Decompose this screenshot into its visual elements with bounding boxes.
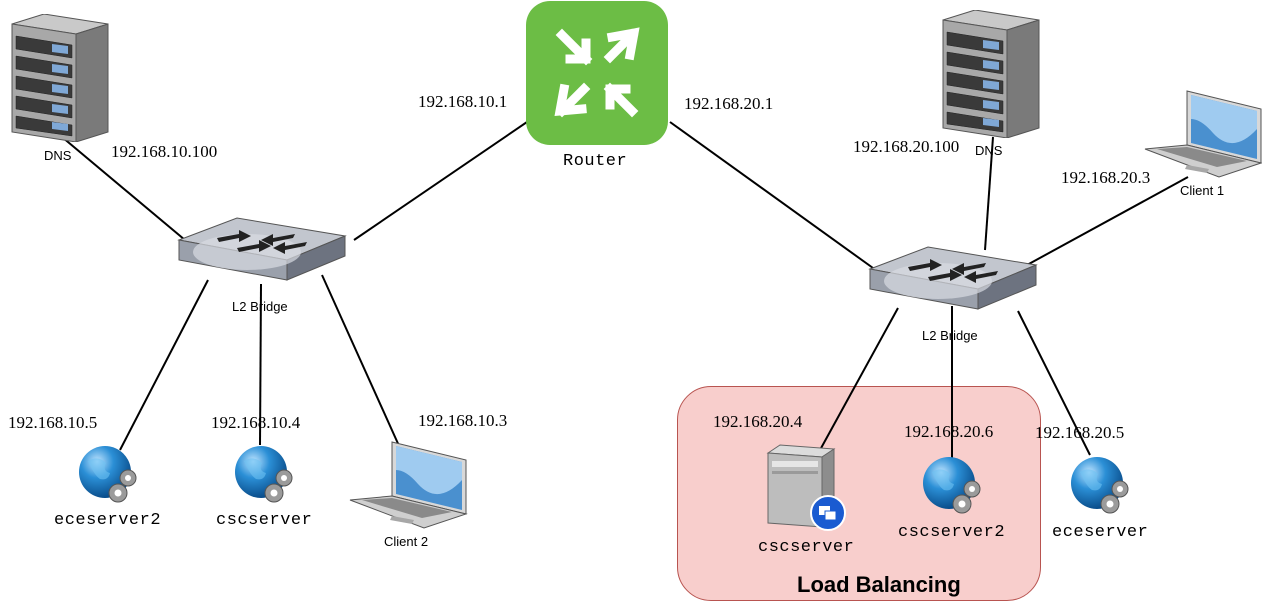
right-cscserver-ip: 192.168.20.4 — [713, 412, 803, 431]
link-left-bridge-eceserver2 — [119, 279, 209, 451]
link-left-bridge-cscserver — [259, 283, 262, 446]
globe-gear-icon — [1071, 457, 1129, 514]
left-eceserver2-label: eceserver2 — [54, 511, 162, 530]
link-router-right-bridge — [669, 121, 874, 269]
link-right-bridge-cscserver — [819, 307, 899, 451]
tower-server-icon — [766, 444, 846, 531]
link-left-bridge-client2 — [321, 274, 401, 449]
laptop-icon — [349, 441, 468, 529]
right-cscserver2-label: cscserver2 — [898, 523, 1006, 542]
router[interactable] — [526, 1, 668, 150]
link-right-bridge-client1 — [1026, 176, 1189, 266]
right-dns-ip: 192.168.20.100 — [853, 137, 960, 156]
router-icon — [526, 1, 668, 145]
right-client1[interactable] — [1143, 89, 1262, 184]
right-dns-label: DNS — [975, 143, 1003, 158]
router-ip-right: 192.168.20.1 — [684, 94, 774, 113]
server-rack-icon — [11, 13, 109, 143]
link-right-dns-bridge — [984, 136, 994, 251]
load-balancing-label: Load Balancing — [797, 572, 961, 597]
left-eceserver2[interactable] — [78, 445, 142, 512]
right-cscserver-label: cscserver — [758, 538, 855, 557]
router-label: Router — [563, 152, 628, 171]
left-client2-label: Client 2 — [384, 534, 429, 549]
server-rack-icon — [942, 9, 1040, 139]
switch-icon — [177, 217, 347, 281]
right-bridge-label: L2 Bridge — [922, 328, 978, 343]
right-eceserver-label: eceserver — [1052, 523, 1149, 542]
link-left-dns-bridge — [61, 136, 186, 241]
left-cscserver-label: cscserver — [216, 511, 313, 530]
router-ip-left: 192.168.10.1 — [418, 92, 508, 111]
right-cscserver2[interactable] — [922, 456, 986, 523]
left-bridge-label: L2 Bridge — [232, 299, 288, 314]
globe-gear-icon — [79, 446, 137, 503]
right-cscserver[interactable] — [766, 443, 848, 538]
right-eceserver[interactable] — [1070, 456, 1134, 523]
left-client2[interactable] — [348, 440, 468, 535]
left-l2-bridge[interactable] — [177, 216, 347, 287]
right-l2-bridge[interactable] — [868, 245, 1038, 316]
left-eceserver2-ip: 192.168.10.5 — [8, 413, 98, 432]
right-eceserver-ip: 192.168.20.5 — [1035, 423, 1125, 442]
left-dns-ip: 192.168.10.100 — [111, 142, 218, 161]
globe-gear-icon — [235, 446, 293, 503]
switch-icon — [868, 246, 1038, 310]
right-client1-label: Client 1 — [1180, 183, 1225, 198]
left-cscserver[interactable] — [234, 445, 298, 512]
left-dns-label: DNS — [44, 148, 72, 163]
left-client2-ip: 192.168.10.3 — [418, 411, 508, 430]
right-cscserver2-ip: 192.168.20.6 — [904, 422, 994, 441]
left-cscserver-ip: 192.168.10.4 — [211, 413, 301, 432]
left-dns-server[interactable] — [8, 13, 110, 147]
globe-gear-icon — [923, 457, 981, 514]
link-right-bridge-eceserver — [1017, 310, 1091, 456]
right-dns-server[interactable] — [939, 9, 1041, 143]
load-balancing-group — [677, 386, 1041, 601]
link-left-bridge-router — [353, 121, 528, 241]
right-client1-ip: 192.168.20.3 — [1061, 168, 1151, 187]
laptop-icon — [1144, 90, 1262, 178]
